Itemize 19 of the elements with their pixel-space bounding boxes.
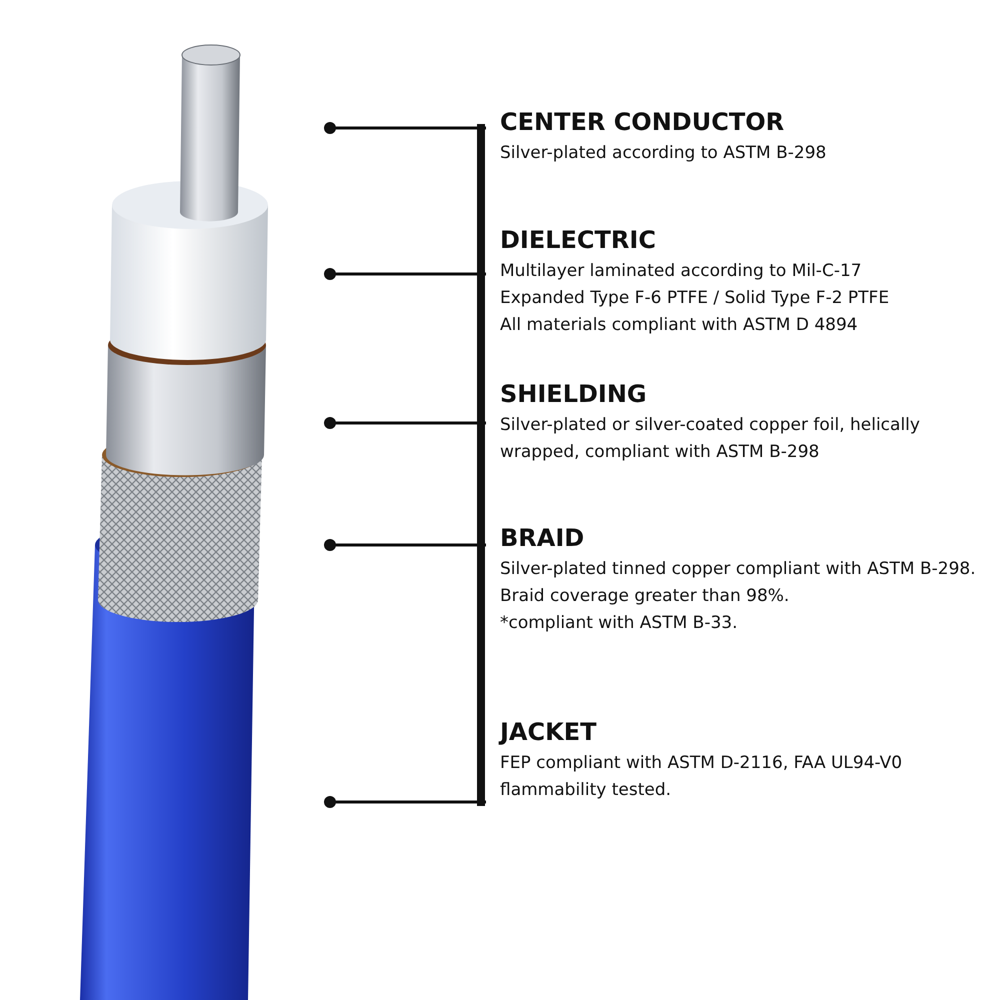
leader-line	[324, 417, 486, 429]
leader-line	[324, 539, 486, 551]
part-description: *compliant with ASTM B-33.	[500, 612, 738, 635]
part-heading: JACKET	[500, 718, 598, 746]
part-description: All materials compliant with ASTM D 4894	[500, 314, 859, 337]
part-description: Expanded Type F-6 PTFE / Solid Type F-2 PTFE	[500, 287, 890, 310]
part-heading: DIELECTRIC	[500, 226, 657, 254]
part-description: Braid coverage greater than 98%.	[500, 585, 790, 608]
leader-line	[324, 122, 486, 134]
part-heading: BRAID	[500, 524, 586, 552]
part-description: Silver-plated or silver-coated copper foil, helically wrapped, compliant with ASTM B-298	[500, 414, 921, 464]
part-description: Silver-plated tinned copper compliant with ASTM B-298.	[500, 558, 977, 581]
part-description: Multilayer laminated according to Mil-C-17	[500, 260, 863, 283]
leader-line	[324, 268, 486, 280]
part-heading: SHIELDING	[500, 380, 648, 408]
part-description: Silver-plated according to ASTM B-298	[500, 142, 828, 165]
part-description: FEP compliant with ASTM D-2116, FAA UL94-V0 flammability tested.	[500, 752, 904, 802]
part-heading: CENTER CONDUCTOR	[500, 108, 786, 136]
leader-line	[324, 796, 486, 808]
